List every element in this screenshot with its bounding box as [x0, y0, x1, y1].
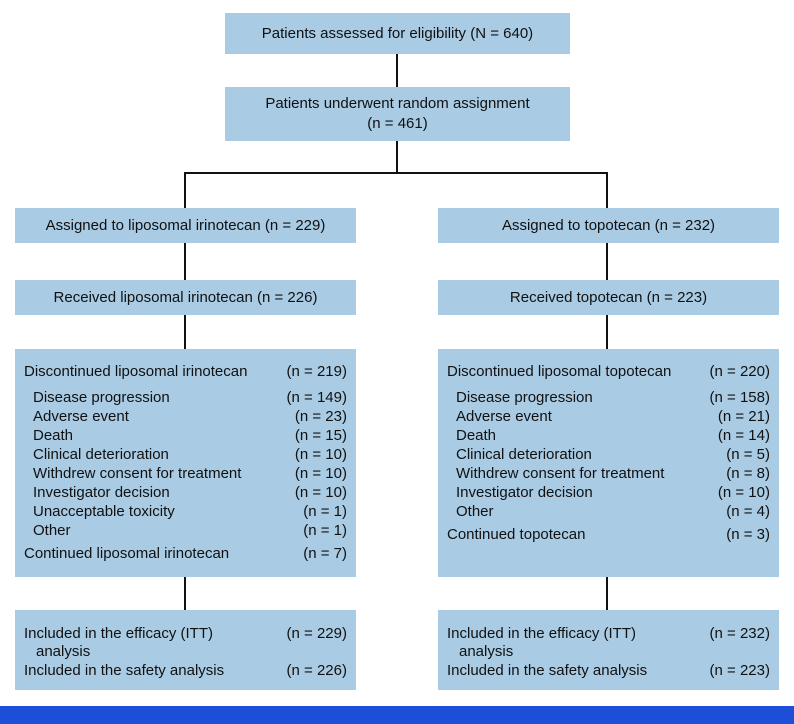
randomization-text-line1: Patients underwent random assignment: [265, 95, 530, 112]
right-received-box: Received topotecan (n = 223): [438, 280, 779, 315]
left-continued-value: (n = 7): [303, 545, 347, 562]
left-safety-label: Included in the safety analysis: [24, 662, 225, 679]
right-safety-label: Included in the safety analysis: [447, 662, 648, 679]
left-discontinued-content: Discontinued liposomal irinotecan (n = 2…: [24, 362, 347, 562]
left-reason-label: Investigator decision: [33, 484, 170, 501]
right-assigned-text: Assigned to topotecan (n = 232): [501, 216, 716, 234]
right-discontinued-label: Discontinued liposomal topotecan: [447, 363, 672, 380]
connector-right-received-to-discontinued: [606, 315, 608, 349]
right-reason-value: (n = 10): [717, 484, 770, 501]
left-discontinued-value: (n = 219): [286, 363, 347, 380]
right-efficacy-label-cont: analysis: [459, 643, 514, 660]
left-efficacy-label-cont: analysis: [36, 643, 91, 660]
right-reason-value: (n = 4): [726, 503, 770, 520]
left-assigned-text: Assigned to liposomal irinotecan (n = 22…: [45, 216, 326, 234]
left-assigned-box: Assigned to liposomal irinotecan (n = 22…: [15, 208, 356, 243]
right-discontinued-box: Discontinued liposomal topotecan (n = 22…: [438, 349, 779, 577]
connector-left-discontinued-to-analysis: [184, 577, 186, 610]
left-reason-value: (n = 10): [294, 484, 347, 501]
right-assigned-box: Assigned to topotecan (n = 232): [438, 208, 779, 243]
left-reason-value: (n = 1): [303, 522, 347, 539]
connector-left-assigned-to-received: [184, 243, 186, 280]
left-reason-label: Other: [33, 522, 71, 539]
left-reason-value: (n = 23): [294, 408, 347, 425]
right-reason-value: (n = 8): [726, 465, 770, 482]
right-safety-value: (n = 223): [709, 662, 770, 679]
right-reason-value: (n = 158): [709, 389, 770, 406]
right-reason-label: Disease progression: [456, 389, 593, 406]
left-reason-label: Adverse event: [33, 408, 129, 425]
footer-bar: [0, 706, 794, 724]
right-reason-label: Other: [456, 503, 494, 520]
left-reason-value: (n = 15): [294, 427, 347, 444]
right-reason-value: (n = 5): [726, 446, 770, 463]
left-efficacy-label: Included in the efficacy (ITT): [24, 625, 213, 642]
left-discontinued-box: Discontinued liposomal irinotecan (n = 2…: [15, 349, 356, 577]
left-reason-value: (n = 149): [286, 389, 347, 406]
eligibility-box: Patients assessed for eligibility (N = 6…: [225, 13, 570, 54]
right-analysis-box: Included in the efficacy (ITT) (n = 232)…: [438, 610, 779, 690]
right-reason-label: Withdrew consent for treatment: [456, 465, 665, 482]
randomization-box: Patients underwent random assignment (n …: [225, 87, 570, 141]
left-reason-value: (n = 1): [303, 503, 347, 520]
right-continued-value: (n = 3): [726, 526, 770, 543]
connector-random-down: [396, 141, 398, 174]
right-reason-value: (n = 14): [717, 427, 770, 444]
eligibility-text: Patients assessed for eligibility (N = 6…: [261, 24, 534, 42]
connector-left-to-assigned: [184, 172, 186, 208]
left-discontinued-label: Discontinued liposomal irinotecan: [24, 363, 248, 380]
connector-left-received-to-discontinued: [184, 315, 186, 349]
left-reason-label: Unacceptable toxicity: [33, 503, 175, 520]
left-reason-label: Withdrew consent for treatment: [33, 465, 242, 482]
right-continued-label: Continued topotecan: [447, 526, 586, 543]
left-reason-label: Death: [33, 427, 74, 444]
left-analysis-content: Included in the efficacy (ITT) (n = 229)…: [24, 624, 347, 684]
right-reason-value: (n = 21): [717, 408, 770, 425]
left-reason-value: (n = 10): [294, 465, 347, 482]
right-analysis-content: Included in the efficacy (ITT) (n = 232)…: [447, 624, 770, 684]
right-discontinued-value: (n = 220): [709, 363, 770, 380]
randomization-text-line2: (n = 461): [367, 115, 428, 132]
right-reason-label: Adverse event: [456, 408, 552, 425]
left-analysis-box: Included in the efficacy (ITT) (n = 229)…: [15, 610, 356, 690]
left-safety-value: (n = 226): [286, 662, 347, 679]
connector-right-to-assigned: [606, 172, 608, 208]
left-received-box: Received liposomal irinotecan (n = 226): [15, 280, 356, 315]
right-reason-label: Clinical deterioration: [456, 446, 592, 463]
right-efficacy-label: Included in the efficacy (ITT): [447, 625, 636, 642]
left-continued-label: Continued liposomal irinotecan: [24, 545, 230, 562]
right-discontinued-content: Discontinued liposomal topotecan (n = 22…: [447, 362, 770, 562]
connector-right-assigned-to-received: [606, 243, 608, 280]
left-efficacy-value: (n = 229): [286, 625, 347, 642]
left-reason-label: Clinical deterioration: [33, 446, 169, 463]
connector-eligibility-to-random: [396, 54, 398, 87]
right-reason-label: Death: [456, 427, 497, 444]
right-efficacy-value: (n = 232): [709, 625, 770, 642]
right-received-text: Received topotecan (n = 223): [509, 288, 708, 306]
left-reason-label: Disease progression: [33, 389, 170, 406]
connector-right-discontinued-to-analysis: [606, 577, 608, 610]
connector-horizontal-split: [184, 172, 608, 174]
left-received-text: Received liposomal irinotecan (n = 226): [53, 288, 318, 306]
left-reason-value: (n = 10): [294, 446, 347, 463]
right-reason-label: Investigator decision: [456, 484, 593, 501]
